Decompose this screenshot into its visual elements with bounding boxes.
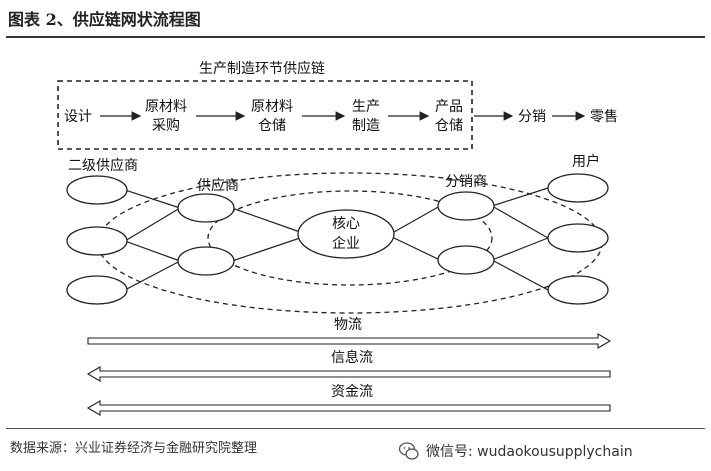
tier2-supplier-label: 二级供应商 bbox=[68, 157, 138, 174]
distributor-node bbox=[437, 245, 495, 275]
chain-step-raw-procurement-line1: 原材料 bbox=[145, 99, 187, 115]
title-divider bbox=[6, 36, 705, 38]
distributor-label: 分销商 bbox=[445, 174, 487, 190]
core-enterprise-label-line2: 企业 bbox=[332, 235, 360, 252]
wechat-watermark: 微信号: wudaokousupplychain bbox=[398, 440, 633, 462]
chain-step-design: 设计 bbox=[64, 109, 92, 125]
user-label: 用户 bbox=[572, 153, 600, 170]
chain-step-distribution: 分销 bbox=[518, 109, 546, 125]
chain-step-raw-storage-line2: 仓储 bbox=[258, 118, 286, 134]
chain-step-raw-storage-line1: 原材料 bbox=[251, 99, 293, 115]
supplier-node bbox=[177, 246, 235, 276]
wechat-icon bbox=[398, 442, 419, 460]
figure-title: 图表 2、供应链网状流程图 bbox=[8, 10, 201, 29]
tier2-supplier-node bbox=[66, 226, 128, 256]
tier2-supplier-node bbox=[66, 175, 128, 205]
supplier-node bbox=[177, 193, 235, 223]
chain-step-raw-storage: 原材料 仓储 bbox=[251, 99, 293, 134]
distributor-node bbox=[437, 191, 495, 221]
core-enterprise-label-line1: 核心 bbox=[332, 216, 360, 232]
chain-step-manufacturing: 生产 制造 bbox=[352, 99, 380, 134]
chain-step-design-line1: 设计 bbox=[64, 109, 92, 125]
data-source-note: 数据来源：兴业证券经济与金融研究院整理 bbox=[10, 441, 258, 456]
chain-step-raw-procurement: 原材料 采购 bbox=[145, 99, 187, 134]
production-chain-label: 生产制造环节供应链 bbox=[199, 60, 325, 77]
user-node bbox=[547, 173, 609, 203]
network-links bbox=[124, 187, 549, 291]
capital-flow-arrow: 资金流 bbox=[86, 384, 611, 416]
logistics-flow-label: 物流 bbox=[334, 317, 362, 333]
supplier-label: 供应商 bbox=[197, 177, 239, 194]
capital-flow-label: 资金流 bbox=[331, 384, 373, 400]
chain-step-manufacturing-line1: 生产 bbox=[352, 99, 380, 115]
logistics-flow-arrow: 物流 bbox=[87, 317, 612, 349]
user-node bbox=[547, 223, 609, 253]
chain-step-raw-procurement-line2: 采购 bbox=[152, 118, 180, 134]
chain-step-manufacturing-line2: 制造 bbox=[352, 118, 380, 134]
tier2-supplier-node bbox=[66, 275, 128, 305]
information-flow-arrow: 信息流 bbox=[86, 349, 611, 382]
production-chain-box bbox=[57, 80, 473, 150]
information-flow-label: 信息流 bbox=[331, 349, 373, 366]
chain-step-product-storage-line1: 产品 bbox=[435, 99, 463, 115]
footer-divider bbox=[6, 428, 705, 429]
chain-step-product-storage: 产品 仓储 bbox=[435, 99, 463, 134]
core-enterprise-node bbox=[297, 209, 395, 259]
user-node bbox=[547, 275, 609, 305]
watermark-text: 微信号: wudaokousupplychain bbox=[426, 444, 633, 460]
chain-step-product-storage-line2: 仓储 bbox=[435, 118, 463, 134]
chain-step-retail: 零售 bbox=[590, 109, 618, 125]
inner-network-ring bbox=[207, 190, 493, 286]
